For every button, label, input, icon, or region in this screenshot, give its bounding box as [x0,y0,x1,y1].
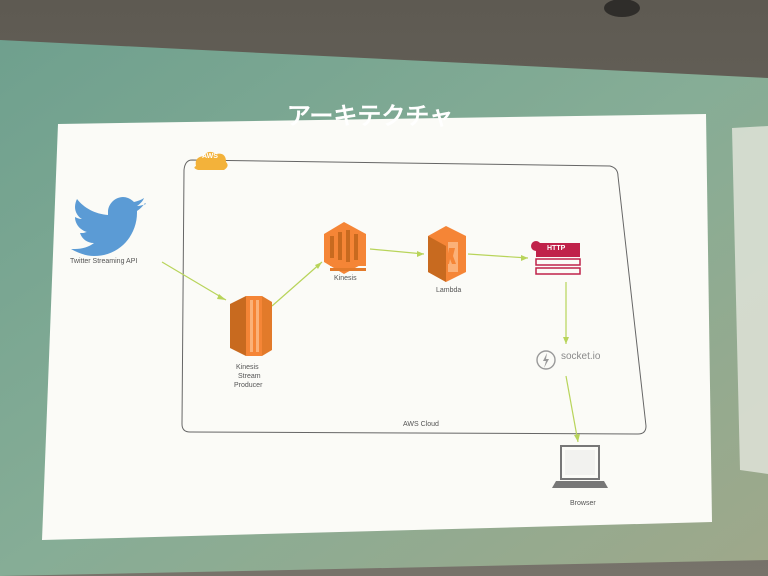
lambda-label: Lambda [436,287,462,294]
lambda-icon [428,226,466,282]
producer-label-line-3: Producer [234,382,263,389]
arrow-heads [217,251,580,442]
producer-label-line-1: Kinesis [236,364,259,371]
laptop-icon [552,445,608,488]
http-endpoint-icon [531,241,581,275]
http-label: HTTP [547,245,566,252]
socketio-icon [536,350,556,370]
kinesis-label: Kinesis [334,275,357,282]
producer-label-line-2: Stream [238,373,261,380]
twitter-label: Twitter Streaming API [70,258,138,265]
aws-badge-cloud [194,151,228,170]
aws-cloud-boundary [181,159,647,435]
kinesis-producer-icon [230,296,272,356]
aws-cloud-label: AWS Cloud [403,421,439,428]
slide-title: アーキテクチャ [286,102,454,130]
kinesis-icon [324,222,366,274]
browser-label: Browser [570,500,596,507]
aws-badge-label: AWS [202,153,218,160]
twitter-bird-icon [71,197,146,256]
socketio-label: socket.io [561,351,601,362]
flow-arrows [161,248,579,443]
